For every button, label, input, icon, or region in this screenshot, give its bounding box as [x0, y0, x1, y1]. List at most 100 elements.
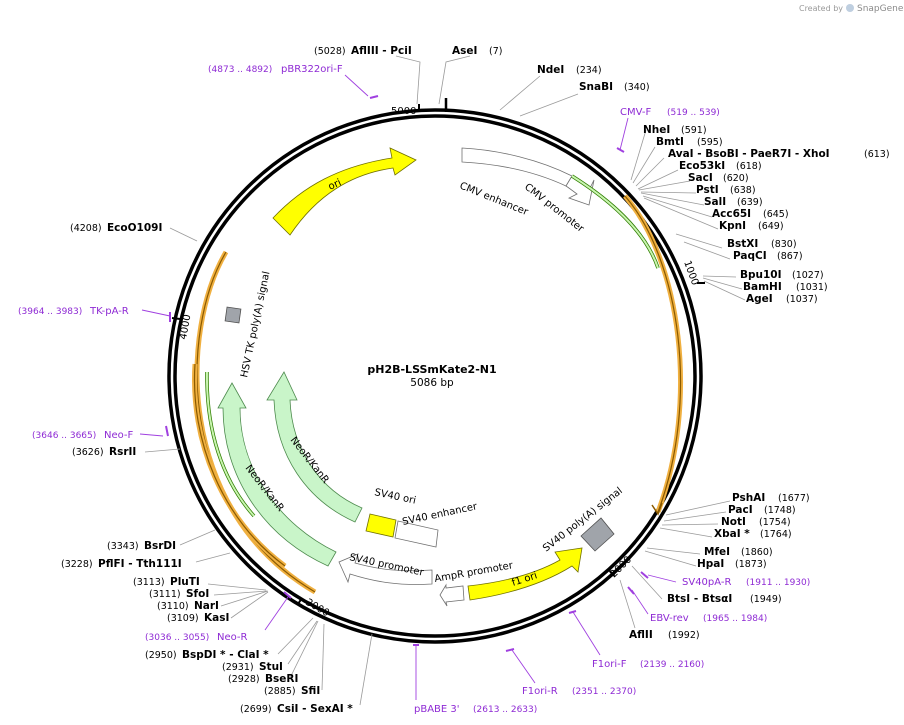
enzyme-hpai-label: HpaI	[697, 558, 724, 570]
enzyme-sfoi-pos: (3111)	[149, 589, 181, 600]
cds-strand-right	[571, 174, 660, 269]
enzyme-noti-pos: (1754)	[759, 517, 791, 528]
enzyme-csii-label: CsiI - SexAI *	[277, 703, 353, 715]
enzyme-pluti-label: PluTI	[170, 576, 200, 588]
primer-neor-name: Neo-R	[217, 632, 248, 643]
enzyme-sfii-label: SfiI	[301, 685, 320, 697]
enzyme-bstxi-label: BstXI	[727, 238, 758, 250]
ring-tick-4000: 4000	[178, 314, 193, 341]
ring-tick-marks	[171, 98, 705, 605]
enzyme-pflfi-label: PflFI - Tth111I	[98, 558, 182, 570]
enzyme-pluti-pos: (3113)	[133, 577, 165, 588]
enzyme-hpai-pos: (1873)	[735, 559, 767, 570]
enzyme-nari-pos: (3110)	[157, 601, 189, 612]
ori-arrow	[272, 147, 417, 236]
orange-strand-left-inner	[191, 363, 287, 569]
enzyme-bpu10i-pos: (1027)	[792, 270, 824, 281]
primer-sv40par-name: SV40pA-R	[682, 577, 731, 588]
enzyme-paqci-label: PaqCI	[733, 250, 767, 262]
neor-inner-arrow	[266, 371, 363, 523]
ori-label: ori	[327, 177, 343, 192]
enzyme-avai-label: AvaI - BsoBI - PaeR7I - XhoI	[668, 148, 830, 160]
enzyme-sfoi-label: SfoI	[186, 588, 209, 600]
enzyme-nari-label: NarI	[194, 600, 219, 612]
cmv-enhancer-arrow	[461, 147, 573, 187]
enzyme-noti-label: NotI	[721, 516, 746, 528]
enzyme-pshai-pos: (1677)	[778, 493, 810, 504]
sv40-enhancer-box	[394, 520, 439, 548]
enzyme-bseri-label: BseRI	[265, 673, 298, 685]
primer-f1orif-range: (2139 .. 2160)	[640, 660, 704, 670]
cmv-enhancer-label: CMV enhancer	[458, 181, 530, 219]
enzyme-xbai-label: XbaI *	[714, 528, 750, 540]
plasmid-backbone	[167, 108, 703, 644]
enzyme-aflIII-label: AflIII - PciI	[351, 45, 412, 57]
hsv-tk-polya-box	[224, 306, 242, 324]
enzyme-ndei-pos: (234)	[576, 65, 602, 76]
enzyme-bseri-pos: (2928)	[228, 674, 260, 685]
primer-tkpar-name: TK-pA-R	[89, 306, 129, 317]
enzyme-sfii-pos: (2885)	[264, 686, 296, 697]
credit-brand: SnapGene	[857, 4, 904, 14]
enzyme-bspdi-pos: (2950)	[145, 650, 177, 661]
ampr-promoter-arrow	[439, 583, 465, 607]
enzyme-kpni-pos: (649)	[758, 221, 784, 232]
enzyme-leader-lines	[144, 55, 746, 706]
enzyme-bsrdi-pos: (3343)	[107, 541, 139, 552]
enzyme-pshai-label: PshAI	[732, 492, 765, 504]
enzyme-eco53ki-label: Eco53kI	[679, 160, 725, 172]
ring-tick-5000: 5000	[391, 106, 416, 117]
enzyme-bsrdi-label: BsrDI	[144, 540, 176, 552]
primer-pbr322ori-range: (4873 .. 4892)	[208, 65, 272, 75]
enzyme-bamhi-pos: (1031)	[796, 282, 828, 293]
plasmid-name: pH2B-LSSmKate2-N1	[367, 363, 496, 376]
snapgene-logo-icon	[846, 4, 854, 12]
primer-neor-range: (3036 .. 3055)	[145, 633, 209, 643]
enzyme-paci-pos: (1748)	[764, 505, 796, 516]
sv40-polya-label: SV40 poly(A) signal	[541, 486, 625, 555]
orange-strand-right	[623, 194, 684, 516]
primer-marks	[139, 74, 677, 700]
enzyme-psti-label: PstI	[696, 184, 719, 196]
enzyme-paqci-pos: (867)	[777, 251, 803, 262]
enzyme-mfei-pos: (1860)	[741, 547, 773, 558]
enzyme-mfei-label: MfeI	[704, 546, 730, 558]
enzyme-btsi-label: BtsI - BtsαI	[667, 593, 732, 605]
sv40-ori-box	[365, 513, 397, 538]
sv40-ori-label: SV40 ori	[373, 487, 416, 507]
enzyme-bpu10i-label: Bpu10I	[740, 269, 782, 281]
enzyme-rsrii-label: RsrII	[109, 446, 136, 458]
sv40-polya-box	[580, 517, 615, 552]
enzyme-sali-label: SalI	[704, 196, 726, 208]
primer-sv40par-range: (1911 .. 1930)	[746, 578, 810, 588]
enzyme-eco0109i-pos: (4208)	[70, 223, 102, 234]
enzyme-aflii-pos: (1992)	[668, 630, 700, 641]
enzyme-agei-pos: (1037)	[786, 294, 818, 305]
enzyme-csii-pos: (2699)	[240, 704, 272, 715]
enzyme-eco0109i-label: EcoO109I	[107, 222, 162, 234]
enzyme-acc65i-pos: (645)	[763, 209, 789, 220]
enzyme-avai-pos: (613)	[864, 149, 890, 160]
enzyme-kpni-label: KpnI	[719, 220, 746, 232]
primer-cmvf-name: CMV-F	[620, 107, 651, 118]
primer-neof-range: (3646 .. 3665)	[32, 431, 96, 441]
enzyme-nhei-pos: (591)	[681, 125, 707, 136]
primer-ebvrev-name: EBV-rev	[650, 613, 689, 624]
enzyme-psti-pos: (638)	[730, 185, 756, 196]
enzyme-agei-label: AgeI	[746, 293, 773, 305]
primer-ebvrev-range: (1965 .. 1984)	[703, 614, 767, 624]
primer-f1orir-range: (2351 .. 2370)	[572, 687, 636, 697]
enzyme-pflfi-pos: (3228)	[61, 559, 93, 570]
enzyme-snabi-pos: (340)	[624, 82, 650, 93]
enzyme-bmti-pos: (595)	[697, 137, 723, 148]
enzyme-bstxi-pos: (830)	[771, 239, 797, 250]
cds-strand-left	[205, 371, 256, 518]
orange-strand-left	[194, 250, 317, 595]
enzyme-asei-pos: (7)	[489, 46, 502, 57]
primer-pbr322ori-name: pBR322ori-F	[281, 64, 343, 75]
enzyme-rsrii-pos: (3626)	[72, 447, 104, 458]
enzyme-xbai-pos: (1764)	[760, 529, 792, 540]
enzyme-saci-pos: (620)	[723, 173, 749, 184]
enzyme-bamhi-label: BamHI	[743, 281, 782, 293]
primer-pbabe3-range: (2613 .. 2633)	[473, 705, 537, 715]
